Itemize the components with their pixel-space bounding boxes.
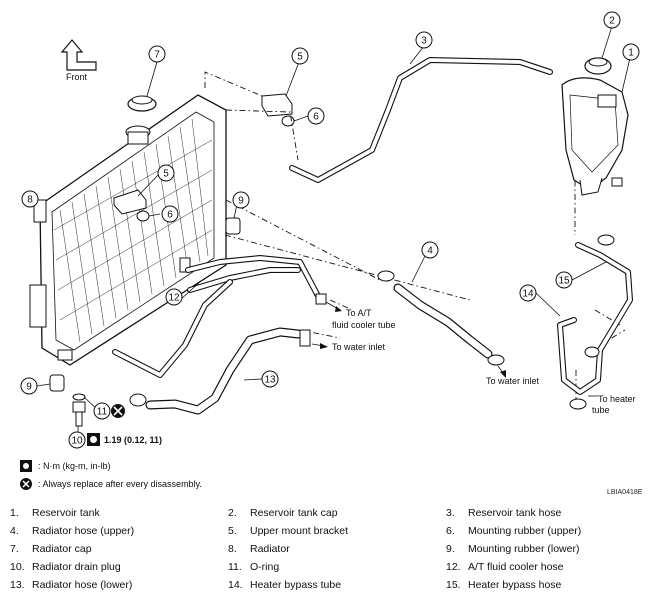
legend-torque: : N·m (kg-m, in-lb) — [20, 460, 111, 472]
part-item: 6.Mounting rubber (upper) — [446, 525, 582, 537]
callout-15: 15 — [555, 271, 573, 289]
torque-spec: 1.19 (0.12, 11) — [104, 435, 162, 445]
callout-13: 13 — [261, 370, 279, 388]
callout-14: 14 — [519, 284, 537, 302]
radiator-hose-upper — [377, 270, 505, 366]
part-item: 1.Reservoir tank — [10, 507, 100, 519]
svg-text:4: 4 — [427, 246, 433, 257]
callout-6: 6 — [307, 107, 325, 125]
radiator-hose-lower — [129, 327, 311, 415]
torque-marker-icon — [87, 433, 100, 446]
legend-torque-text: : N·m (kg-m, in-lb) — [38, 461, 111, 471]
part-item: 2.Reservoir tank cap — [228, 507, 338, 519]
radiator — [29, 94, 227, 366]
part-item: 8.Radiator — [228, 543, 290, 555]
svg-text:6: 6 — [313, 112, 319, 123]
part-item: 5.Upper mount bracket — [228, 525, 349, 537]
callout-8: 8 — [21, 190, 39, 208]
svg-text:11: 11 — [97, 407, 108, 418]
callout-10: 10 — [68, 431, 86, 449]
svg-text:3: 3 — [421, 36, 427, 47]
callout-2: 2 — [603, 11, 621, 29]
part-item: 9.Mounting rubber (lower) — [446, 543, 580, 555]
svg-text:9: 9 — [238, 196, 244, 207]
note-to-water-inlet-2: To water inlet — [486, 376, 540, 386]
callout-3: 3 — [415, 31, 433, 49]
svg-text:7: 7 — [154, 50, 160, 61]
callout-5b: 5 — [157, 164, 175, 182]
part-item: 15.Heater bypass hose — [446, 579, 562, 591]
replace-legend-icon — [20, 478, 32, 490]
part-item: 3.Reservoir tank hose — [446, 507, 562, 519]
note-to-at-fluid-cooler-2: fluid cooler tube — [332, 320, 396, 330]
callout-9b: 9 — [20, 377, 38, 395]
svg-text:1: 1 — [628, 48, 634, 59]
note-to-heater-1: To heater — [598, 394, 636, 404]
note-to-at-fluid-cooler-1: To A/T — [346, 308, 372, 318]
svg-text:15: 15 — [558, 276, 570, 287]
legend-replace-text: : Always replace after every disassembly… — [38, 479, 202, 489]
legend-replace: : Always replace after every disassembly… — [20, 478, 202, 490]
note-to-heater-2: tube — [592, 405, 610, 415]
svg-text:6: 6 — [167, 210, 173, 221]
mounting-rubber-lower — [49, 217, 241, 392]
callout-12: 12 — [165, 288, 183, 306]
reservoir-tank-cap — [584, 57, 612, 75]
callout-4: 4 — [421, 241, 439, 259]
at-fluid-cooler-hose — [112, 255, 327, 378]
callout-7: 7 — [148, 45, 166, 63]
svg-text:9: 9 — [26, 382, 32, 393]
callout-11: 11 — [93, 402, 111, 420]
front-label: Front — [66, 72, 88, 82]
svg-text:14: 14 — [522, 289, 534, 300]
part-item: 14.Heater bypass tube — [228, 579, 342, 591]
callout-1: 1 — [622, 43, 640, 61]
part-item: 11.O-ring — [228, 561, 280, 573]
radiator-drain-plug — [72, 393, 86, 427]
callout-5: 5 — [291, 47, 309, 65]
svg-text:5: 5 — [163, 169, 169, 180]
torque-legend-icon — [20, 460, 32, 472]
part-item: 12.A/T fluid cooler hose — [446, 561, 564, 573]
replace-marker-icon — [111, 404, 125, 418]
figure-reference-code: LBIA0418E — [607, 489, 643, 496]
part-item: 10.Radiator drain plug — [10, 561, 121, 573]
svg-text:2: 2 — [609, 16, 615, 27]
part-item: 4.Radiator hose (upper) — [10, 525, 135, 537]
callout-6b: 6 — [161, 205, 179, 223]
reservoir-tank-hose — [289, 57, 553, 183]
part-item: 7.Radiator cap — [10, 543, 92, 555]
front-arrow-icon — [60, 39, 97, 71]
reservoir-tank — [561, 77, 629, 196]
heater-bypass-tube — [557, 234, 633, 410]
svg-text:8: 8 — [27, 195, 33, 206]
note-to-water-inlet-1: To water inlet — [332, 342, 386, 352]
callout-9: 9 — [232, 191, 250, 209]
part-item: 13.Radiator hose (lower) — [10, 579, 133, 591]
svg-text:12: 12 — [168, 293, 180, 304]
cooling-system-diagram: Front — [20, 11, 640, 449]
svg-text:5: 5 — [297, 52, 303, 63]
svg-text:13: 13 — [264, 375, 276, 386]
radiator-cap — [127, 95, 157, 112]
svg-text:10: 10 — [71, 436, 83, 447]
